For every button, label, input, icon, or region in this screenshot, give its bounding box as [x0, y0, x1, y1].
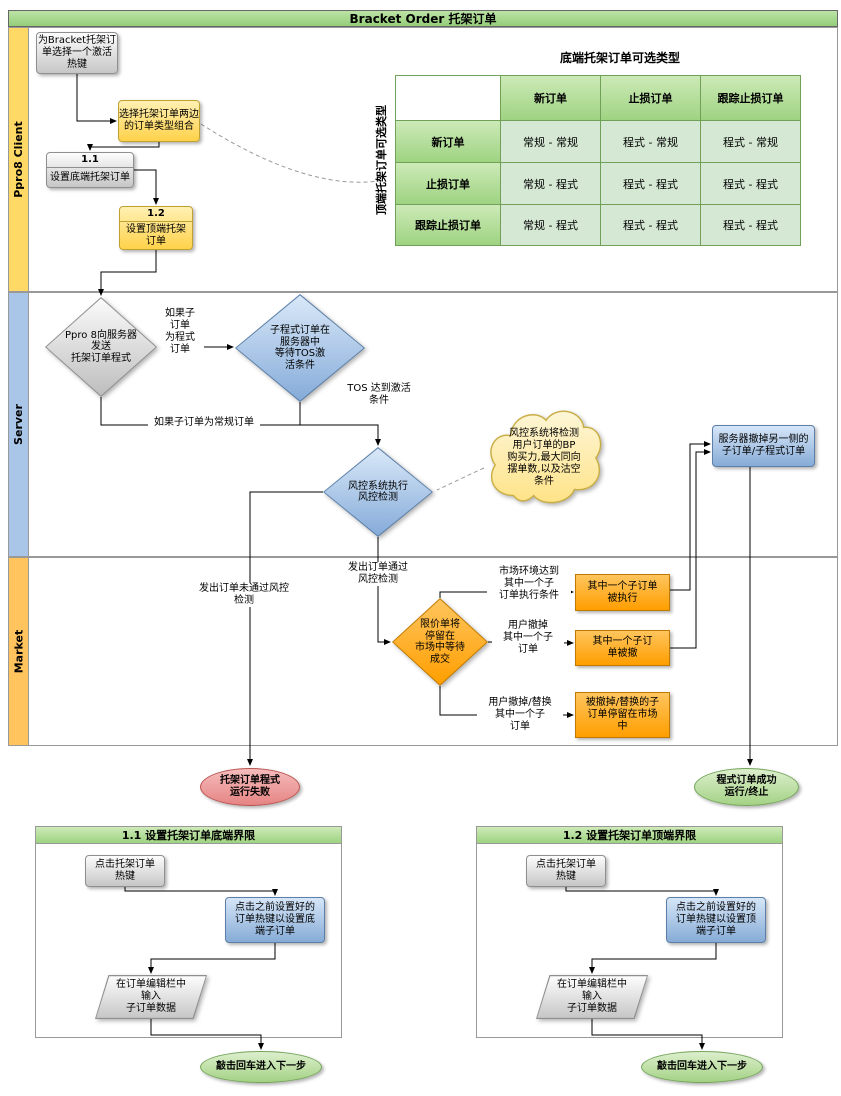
table-col-header: 止损订单	[601, 76, 701, 121]
subchart-1-1-header: 1.1 设置托架订单底端界限	[36, 827, 341, 844]
lane-ppro8-client-text: Ppro8 Client	[12, 121, 26, 198]
diamond-send-bracket-program-text: Ppro 8向服务器 发送 托架订单程式	[65, 329, 137, 364]
cloud-shape	[490, 410, 602, 504]
lane-market-label: Market	[9, 558, 29, 745]
node-step-1-1-body: 设置底端托架订单	[50, 171, 130, 183]
sub11-click-bracket-hotkey: 点击托架订单 热键	[85, 855, 165, 887]
end-program-success: 程式订单成功 运行/终止	[694, 768, 799, 806]
node-child-order-executed: 其中一个子订单 被执行	[575, 574, 670, 611]
lane-market: Market	[8, 557, 838, 746]
diamond-limit-order-waiting-text: 限价单将 停留在 市场中等待 成交	[415, 619, 465, 665]
table-row-header: 新订单	[396, 121, 501, 163]
lane-ppro8-client-label: Ppro8 Client	[9, 28, 29, 291]
table-title: 底端托架订单可选类型	[559, 51, 680, 65]
sub11-enter-child-order-data: 在订单编辑栏中 输入 子订单数据	[95, 975, 207, 1019]
table-cell: 常规 - 程式	[501, 163, 601, 205]
cloud-risk-note-text: 风控系统将检测 用户订单的BP 购买力,最大同向 摆单数,以及沽空 条件	[507, 428, 581, 487]
table-cell: 程式 - 程式	[601, 163, 701, 205]
node-select-activation-hotkey: 为Bracket托架订 单选择一个激活 热键	[36, 32, 118, 74]
node-step-1-1-title: 1.1	[47, 153, 133, 168]
edge-label-fail-risk-check: 发出订单未通过风控 检测	[196, 583, 292, 607]
diamond-wait-tos-activation-text: 子程式订单在 服务器中 等待TOS激 活条件	[270, 325, 330, 371]
lane-server: Server	[8, 292, 838, 557]
edge-label-if-regular-order: 如果子订单为常规订单	[148, 417, 260, 429]
table-cell: 程式 - 程式	[701, 163, 801, 205]
table-row-header: 止损订单	[396, 163, 501, 205]
node-server-cancel-other-side: 服务器撤掉另一侧的 子订单/子程式订单	[712, 425, 815, 467]
diamond-risk-check: 风控系统执行 风控检测	[323, 447, 433, 537]
edge-label-user-cancel-replace: 用户撤掉/替换 其中一个子 订单	[477, 697, 563, 733]
edge-label-pass-risk-check: 发出订单通过 风控检测	[338, 562, 418, 586]
sub12-enter-child-order-data: 在订单编辑栏中 输入 子订单数据	[536, 975, 648, 1019]
lane-ppro8-client: Ppro8 Client	[8, 27, 838, 292]
node-select-order-type-combo: 选择托架订单两边 的订单类型组合	[118, 100, 200, 142]
table-cell: 程式 - 常规	[701, 121, 801, 163]
table-col-header: 新订单	[501, 76, 601, 121]
node-step-1-2: 1.2 设置顶端托架 订单	[119, 206, 193, 250]
end-bracket-program-failed: 托架订单程式 运行失败	[200, 768, 300, 806]
node-step-1-2-body: 设置顶端托架 订单	[126, 223, 186, 247]
sub12-click-bracket-hotkey: 点击托架订单 热键	[526, 855, 606, 887]
node-step-1-1: 1.1 设置底端托架订单	[46, 152, 134, 188]
edge-label-market-condition: 市场环境达到 其中一个子 订单执行条件	[487, 566, 571, 602]
lane-market-text: Market	[12, 629, 26, 674]
diamond-limit-order-waiting: 限价单将 停留在 市场中等待 成交	[392, 598, 488, 686]
diamond-wait-tos-activation: 子程式订单在 服务器中 等待TOS激 活条件	[235, 294, 365, 402]
node-replaced-order-stays: 被撤掉/替换的子 订单停留在市场 中	[575, 692, 670, 738]
table-cell: 程式 - 程式	[601, 205, 701, 246]
table-side-label: 顶端托架订单可选类型	[368, 75, 394, 245]
table-cell: 程式 - 程式	[701, 205, 801, 246]
diamond-risk-check-text: 风控系统执行 风控检测	[348, 480, 408, 504]
table-cell: 常规 - 常规	[501, 121, 601, 163]
lane-server-text: Server	[12, 404, 25, 445]
table-cell: 程式 - 常规	[601, 121, 701, 163]
edge-label-user-cancels: 用户撤掉 其中一个子 订单	[492, 620, 564, 656]
cloud-risk-note: 风控系统将检测 用户订单的BP 购买力,最大同向 摆单数,以及沽空 条件	[483, 402, 605, 514]
table-col-header: 跟踪止损订单	[701, 76, 801, 121]
sub11-press-enter-next: 敲击回车进入下一步	[200, 1051, 322, 1083]
table-side-label-text: 顶端托架订单可选类型	[375, 105, 388, 215]
edge-label-if-program-order: 如果子 订单 为程式 订单	[156, 308, 204, 356]
sub12-enter-child-order-data-text: 在订单编辑栏中 输入 子订单数据	[557, 979, 627, 1014]
sub12-click-preset-hotkey: 点击之前设置好的 订单热键以设置顶 端子订单	[666, 897, 766, 943]
table-cell: 常规 - 程式	[501, 205, 601, 246]
diamond-send-bracket-program: Ppro 8向服务器 发送 托架订单程式	[45, 297, 157, 397]
order-type-table: 新订单 止损订单 跟踪止损订单 新订单 常规 - 常规 程式 - 常规 程式 -…	[395, 75, 801, 246]
node-child-order-cancelled: 其中一个子订 单被撤	[575, 630, 670, 666]
sub11-enter-child-order-data-text: 在订单编辑栏中 输入 子订单数据	[116, 979, 186, 1014]
sub12-press-enter-next: 敲击回车进入下一步	[641, 1051, 763, 1083]
subchart-1-2-header: 1.2 设置托架订单顶端界限	[477, 827, 782, 844]
lane-server-label: Server	[9, 293, 29, 556]
table-row-header: 跟踪止损订单	[396, 205, 501, 246]
sub11-click-preset-hotkey: 点击之前设置好的 订单热键以设置底 端子订单	[225, 897, 325, 943]
table-corner-cell	[396, 76, 501, 121]
pool-title: Bracket Order 托架订单	[8, 10, 838, 27]
node-step-1-2-title: 1.2	[120, 207, 192, 222]
